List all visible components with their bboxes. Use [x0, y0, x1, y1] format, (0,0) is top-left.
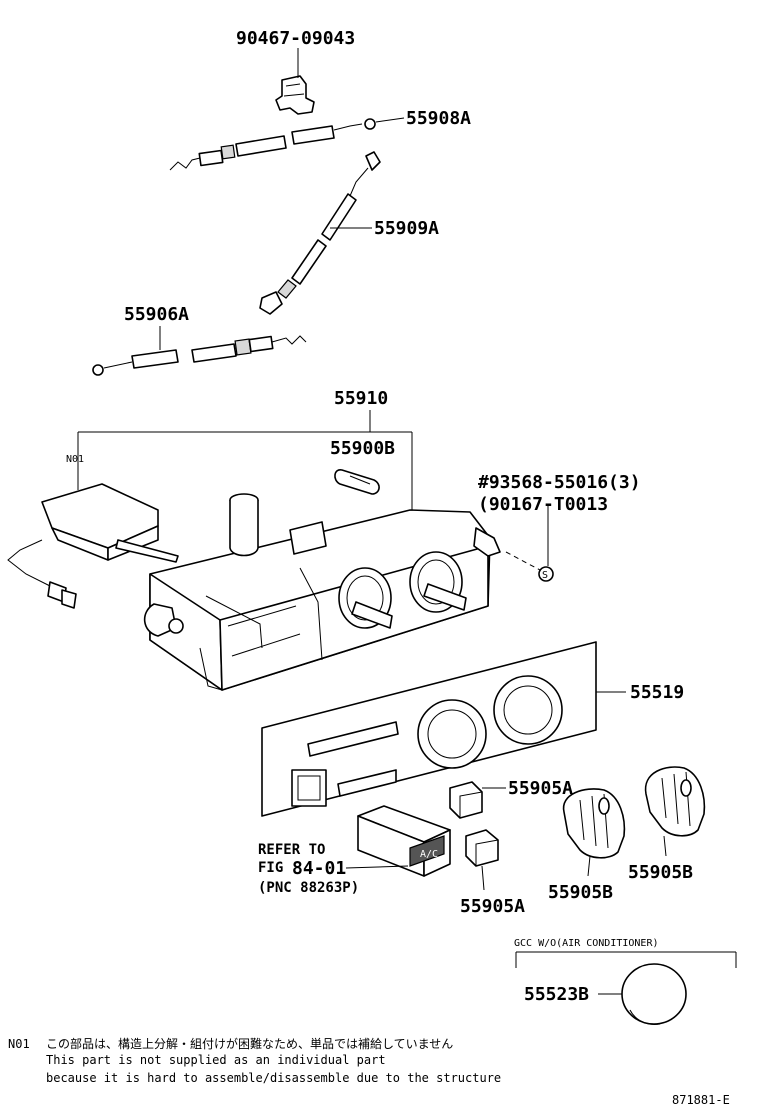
panel-55519 [261, 641, 626, 817]
clip-part [275, 48, 315, 115]
assembly-bracket [77, 410, 413, 510]
screw-leader: S [505, 504, 554, 582]
label-55519: 55519 [630, 682, 684, 703]
cable-55908a [169, 117, 405, 171]
label-screw: #93568-55016(3) [478, 472, 641, 493]
knob-55905a-lower [465, 829, 499, 891]
blower-switch [7, 483, 179, 609]
heater-control-assembly [143, 493, 501, 691]
ac-switch: A/C [345, 805, 451, 877]
label-55523b: 55523B [524, 984, 589, 1005]
label-clip: 90467-09043 [236, 28, 355, 49]
label-cable-55906a: 55906A [124, 304, 189, 325]
ac-switch-text: A/C [420, 849, 438, 860]
variant-section [515, 951, 737, 1025]
label-cable-55908a: 55908A [406, 108, 471, 129]
figure-id: 871881-E [672, 1093, 730, 1107]
label-55900b: 55900B [330, 438, 395, 459]
label-55905b-left: 55905B [548, 882, 613, 903]
note-jp: この部品は、構造上分解・組付けが困難なため、単品では補給していません [46, 1036, 453, 1051]
label-screw-alt: (90167-T0013 [478, 494, 608, 515]
variant-label: GCC W/O(AIR CONDITIONER) [514, 938, 659, 949]
knob-55905b-left [562, 788, 626, 877]
cable-55909a [259, 151, 381, 315]
refer-line3: (PNC 88263P) [258, 880, 359, 896]
note-code: N01 [8, 1037, 30, 1051]
screw-symbol: S [542, 570, 548, 581]
note-en2: because it is hard to assemble/disassemb… [46, 1071, 501, 1085]
label-cable-55909a: 55909A [374, 218, 439, 239]
label-55905b-right: 55905B [628, 862, 693, 883]
bulb-55900b [334, 469, 380, 495]
refer-line2-fig: 84-01 [292, 858, 346, 879]
note-en1: This part is not supplied as an individu… [46, 1053, 386, 1067]
label-55905a-upper: 55905A [508, 778, 573, 799]
label-55910: 55910 [334, 388, 388, 409]
knob-55905b-right [644, 766, 706, 857]
cable-55906a [92, 326, 307, 376]
label-n01-tag: N01 [66, 454, 84, 465]
refer-line2-prefix: FIG [258, 860, 283, 876]
knob-55905a-upper [449, 781, 506, 819]
refer-line1: REFER TO [258, 842, 325, 858]
label-55905a-lower: 55905A [460, 896, 525, 917]
